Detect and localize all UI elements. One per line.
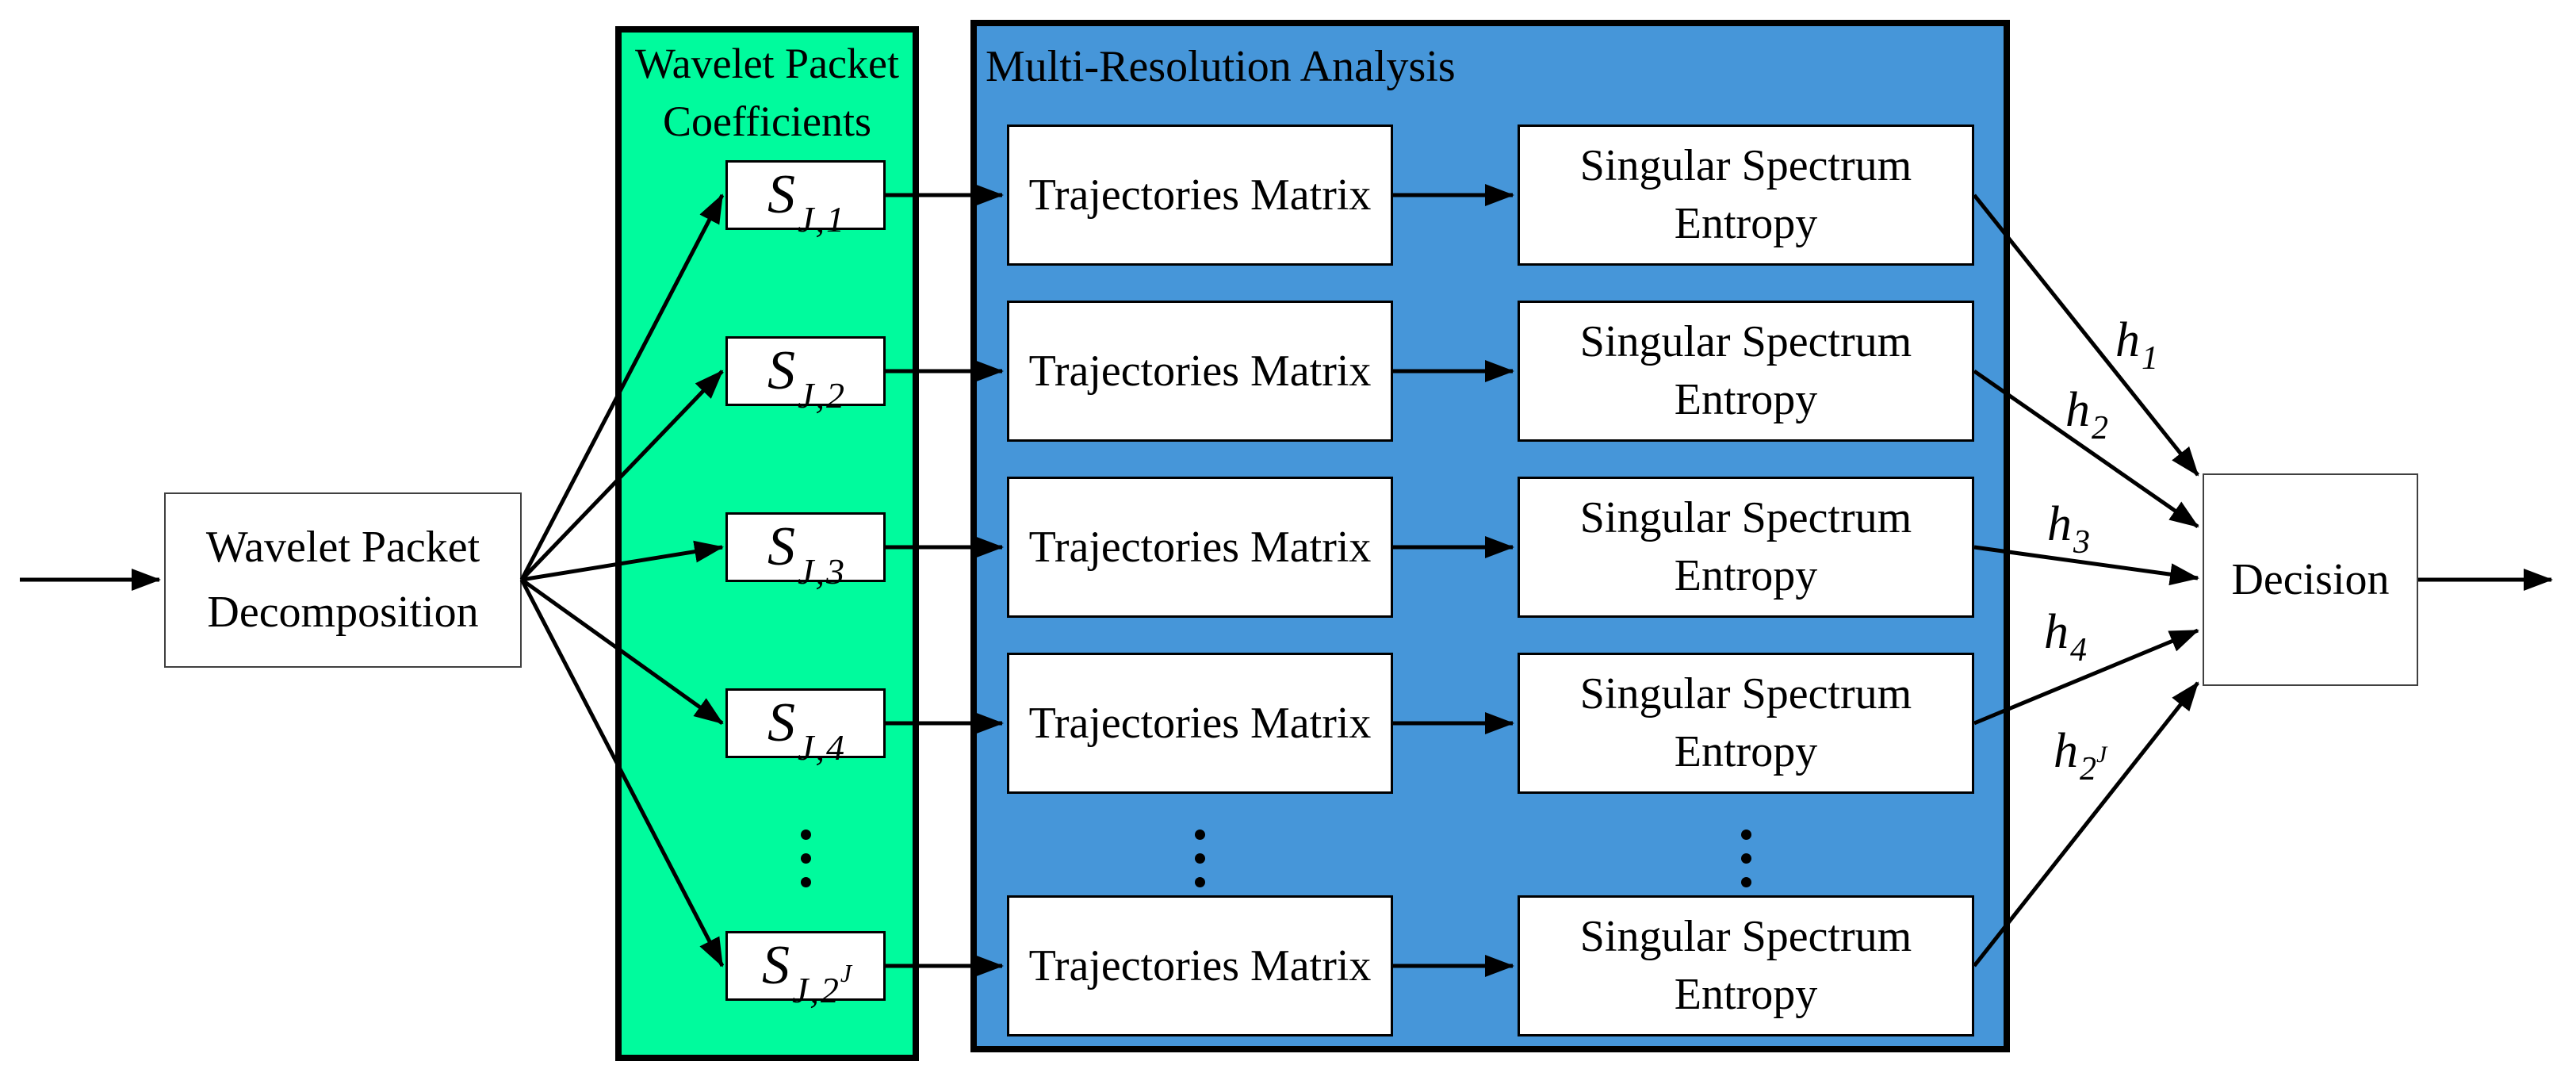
trajectories-matrix-box: Trajectories Matrix — [1007, 653, 1393, 794]
s-coefficient-label: SJ,2 — [767, 340, 846, 416]
decision-box: Decision — [2203, 473, 2418, 686]
vertical-ellipsis-icon — [1740, 830, 1751, 887]
vertical-ellipsis-icon — [1194, 830, 1205, 887]
s-coefficient-box: SJ,4 — [725, 688, 886, 768]
s-coefficient-label: SJ,4 — [767, 692, 846, 768]
trajectories-matrix-label: Trajectories Matrix — [1028, 941, 1372, 990]
wpd-label-line2: Decomposition — [207, 587, 479, 637]
vertical-ellipsis-icon — [800, 830, 811, 887]
trajectories-matrix-label: Trajectories Matrix — [1028, 170, 1372, 220]
green-panel-title-line1: Wavelet Packet — [635, 40, 899, 87]
h-weight-label: h3 — [2047, 497, 2090, 561]
s-coefficient-box: SJ,2J — [725, 931, 886, 1010]
s-coefficient-box: SJ,3 — [725, 512, 886, 592]
s-coefficient-box: SJ,2 — [725, 336, 886, 416]
h-weight-label: h2J — [2054, 724, 2107, 787]
h-weight-label: h1 — [2115, 313, 2158, 377]
decision-label: Decision — [2231, 554, 2390, 604]
trajectories-matrix-label: Trajectories Matrix — [1028, 346, 1372, 396]
trajectories-matrix-box: Trajectories Matrix — [1007, 477, 1393, 618]
h-weight-label: h2 — [2065, 383, 2108, 446]
s-coefficient-label: SJ,3 — [767, 516, 846, 592]
s-coefficient-label: SJ,2J — [761, 935, 852, 1010]
blue-panel-title: Multi-Resolution Analysis — [986, 42, 1456, 91]
s-coefficient-box: SJ,1 — [725, 160, 886, 239]
h-weight-label: h4 — [2044, 605, 2087, 669]
trajectories-matrix-box: Trajectories Matrix — [1007, 895, 1393, 1036]
trajectories-matrix-box: Trajectories Matrix — [1007, 125, 1393, 266]
wpd-label-line1: Wavelet Packet — [205, 523, 480, 573]
wavelet-packet-decomposition-box: Wavelet Packet Decomposition — [164, 492, 522, 668]
s-coefficient-label: SJ,1 — [767, 164, 846, 239]
trajectories-matrix-label: Trajectories Matrix — [1028, 522, 1372, 572]
trajectories-matrix-box: Trajectories Matrix — [1007, 301, 1393, 442]
green-panel-title: Wavelet Packet Coefficients — [615, 35, 919, 151]
trajectories-matrix-label: Trajectories Matrix — [1028, 698, 1372, 748]
green-panel-title-line2: Coefficients — [663, 97, 871, 145]
